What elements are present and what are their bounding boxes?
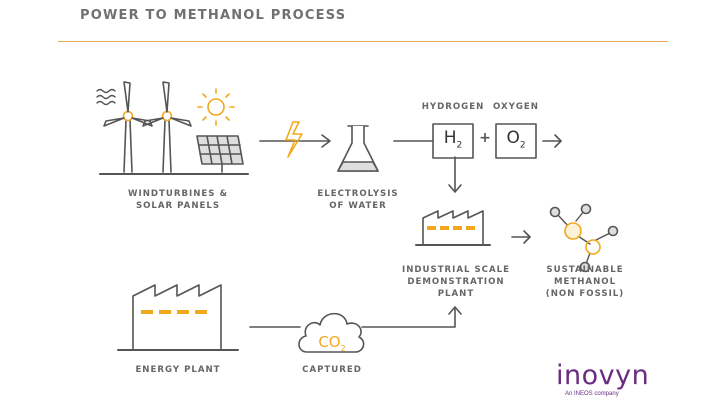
o2-symbol: O	[506, 128, 520, 148]
title-divider	[58, 41, 668, 42]
label-hydrogen: HYDROGEN	[421, 102, 485, 112]
factory-icon	[415, 210, 491, 246]
arrow-icon	[321, 134, 331, 148]
arrow-icon	[523, 230, 531, 244]
molecule-icon	[549, 203, 619, 273]
arrow-to-plant-from-co2	[361, 306, 456, 328]
label-line: DEMONSTRATION	[407, 277, 505, 287]
label-line: ELECTROLYSIS	[317, 189, 399, 199]
wind-turbine-icon	[103, 81, 153, 173]
label-line: INDUSTRIAL SCALE	[402, 265, 510, 275]
logo-tagline: An INEOS company	[565, 391, 619, 397]
arrow-icon	[554, 134, 562, 148]
label-oxygen: OXYGEN	[493, 102, 539, 112]
label-methanol: SUSTAINABLE METHANOL (NON FOSSIL)	[530, 264, 640, 300]
wave-icon	[96, 88, 116, 106]
flask-icon	[337, 125, 379, 172]
lightning-icon	[285, 121, 303, 158]
sun-icon	[197, 88, 235, 126]
arrow-icon	[448, 184, 462, 193]
label-line: PLANT	[437, 289, 475, 299]
solar-panel-icon	[196, 135, 244, 173]
page-title: POWER TO METHANOL PROCESS	[80, 8, 347, 23]
label-line: WINDTURBINES &	[128, 189, 228, 199]
inovyn-logo: inovyn	[556, 360, 650, 391]
label-line: SOLAR PANELS	[135, 201, 221, 211]
co2-symbol: CO	[318, 333, 341, 351]
label-captured: CAPTURED	[302, 365, 362, 375]
h2-subscript: 2	[456, 140, 463, 151]
label-line: SUSTAINABLE	[546, 265, 624, 275]
co2-subscript: 2	[340, 344, 346, 353]
label-line: METHANOL	[553, 277, 617, 287]
label-line: OF WATER	[329, 201, 387, 211]
label-line: (NON FOSSIL)	[545, 289, 625, 299]
h2-formula: H2	[433, 128, 473, 150]
plus-sign: +	[479, 130, 491, 146]
label-energy-plant: ENERGY PLANT	[135, 365, 221, 375]
cloud-icon	[298, 312, 365, 353]
factory-icon	[117, 284, 239, 351]
label-wind-solar: WINDTURBINES & SOLAR PANELS	[108, 188, 248, 212]
o2-box	[495, 123, 537, 159]
co2-formula: CO2	[304, 333, 360, 353]
wind-turbine-icon	[142, 81, 192, 173]
o2-formula: O2	[496, 128, 536, 150]
label-electrolysis: ELECTROLYSIS OF WATER	[308, 188, 408, 212]
o2-subscript: 2	[519, 140, 526, 151]
label-industrial-plant: INDUSTRIAL SCALE DEMONSTRATION PLANT	[386, 264, 526, 300]
h2-symbol: H	[443, 128, 457, 148]
arrow-icon	[448, 306, 462, 315]
h2-box	[432, 123, 474, 159]
